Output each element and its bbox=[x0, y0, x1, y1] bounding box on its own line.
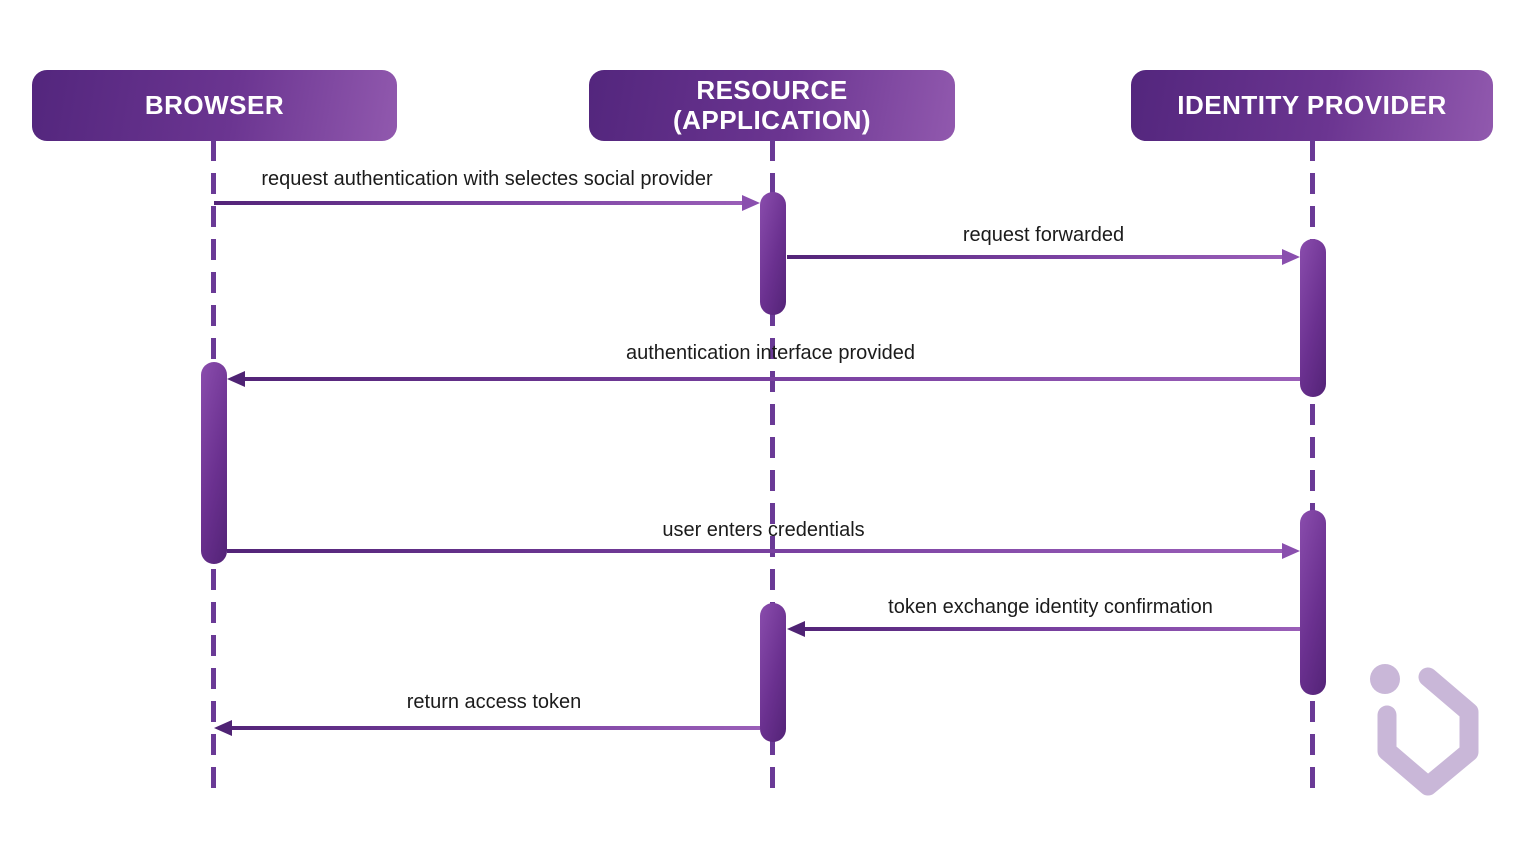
message-arrow-request-forwarded bbox=[787, 255, 1286, 259]
message-arrow-authentication-interface-provided bbox=[241, 377, 1300, 381]
message-arrow-return-access-token bbox=[228, 726, 760, 730]
activation-bar-resource-1 bbox=[760, 192, 786, 315]
message-label-return-access-token: return access token bbox=[406, 691, 582, 713]
arrowhead-right-icon bbox=[742, 195, 760, 211]
message-label-request-forwarded: request forwarded bbox=[962, 224, 1125, 246]
activation-bar-identity-provider-2 bbox=[1300, 510, 1326, 695]
actor-label-browser: BROWSER bbox=[144, 89, 285, 120]
message-arrow-request-authentication bbox=[214, 201, 746, 205]
message-arrow-token-exchange bbox=[801, 627, 1300, 631]
message-label-request-authentication: request authentication with selectes soc… bbox=[261, 168, 713, 190]
arrowhead-left-icon bbox=[214, 720, 232, 736]
lifeline-identity-provider bbox=[1310, 140, 1315, 788]
arrowhead-left-icon bbox=[787, 621, 805, 637]
message-label-user-enters-credentials: user enters credentials bbox=[662, 519, 865, 541]
arrowhead-right-icon bbox=[1282, 543, 1300, 559]
actor-box-identity-provider: IDENTITY PROVIDER bbox=[1131, 70, 1493, 141]
message-arrow-user-enters-credentials bbox=[227, 549, 1286, 553]
arrowhead-right-icon bbox=[1282, 249, 1300, 265]
message-label-authentication-interface-provided: authentication interface provided bbox=[625, 342, 916, 364]
actor-box-browser: BROWSER bbox=[32, 70, 397, 141]
actor-label-resource-application: RESOURCE (APPLICATION) bbox=[672, 74, 872, 135]
message-label-token-exchange: token exchange identity confirmation bbox=[888, 596, 1213, 618]
arrowhead-left-icon bbox=[227, 371, 245, 387]
activation-bar-browser-1 bbox=[201, 362, 227, 564]
actor-label-identity-provider: IDENTITY PROVIDER bbox=[1177, 89, 1447, 120]
id-hexagon-logo-icon bbox=[1370, 664, 1479, 796]
lifeline-resource bbox=[770, 140, 775, 788]
activation-bar-identity-provider-1 bbox=[1300, 239, 1326, 397]
actor-box-resource-application: RESOURCE (APPLICATION) bbox=[589, 70, 955, 141]
activation-bar-resource-2 bbox=[760, 603, 786, 742]
